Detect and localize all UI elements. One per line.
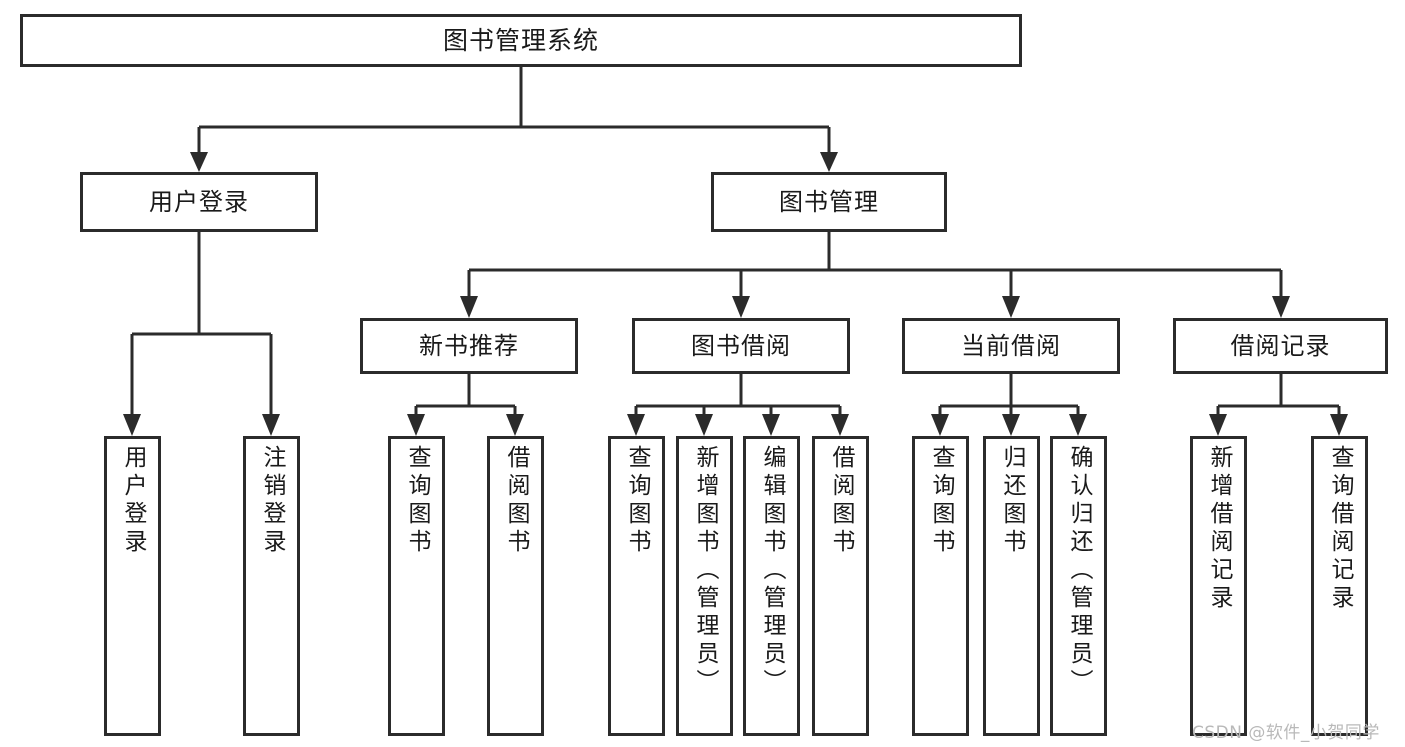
leaf-user-login[interactable]: 用户登录 <box>104 436 161 736</box>
leaf-confirm-return[interactable]: 确认归还（管理员） <box>1050 436 1107 736</box>
node-label: 确认归还（管理员） <box>1066 445 1092 697</box>
node-label: 图书管理 <box>779 188 879 216</box>
node-label: 图书管理系统 <box>442 25 599 55</box>
node-label: 新增图书（管理员） <box>692 445 718 697</box>
leaf-edit-book[interactable]: 编辑图书（管理员） <box>743 436 800 736</box>
node-label: 借阅图书 <box>503 445 529 557</box>
leaf-query-book-2[interactable]: 查询图书 <box>608 436 665 736</box>
node-book-borrow[interactable]: 图书借阅 <box>632 318 850 374</box>
leaf-add-book[interactable]: 新增图书（管理员） <box>676 436 733 736</box>
leaf-query-book-3[interactable]: 查询图书 <box>912 436 969 736</box>
node-label: 借阅记录 <box>1230 332 1331 360</box>
leaf-user-logout[interactable]: 注销登录 <box>243 436 300 736</box>
leaf-add-record[interactable]: 新增借阅记录 <box>1190 436 1247 736</box>
node-label: 归还图书 <box>999 445 1025 557</box>
csdn-watermark: CSDN @软件_小贺同学 <box>1192 723 1380 743</box>
node-user-login[interactable]: 用户登录 <box>80 172 318 232</box>
leaf-borrow-book-1[interactable]: 借阅图书 <box>487 436 544 736</box>
node-new-book-recommend[interactable]: 新书推荐 <box>360 318 578 374</box>
node-label: 图书借阅 <box>691 332 791 360</box>
node-label: 查询图书 <box>928 445 954 557</box>
node-label: 查询图书 <box>624 445 650 557</box>
node-label: 新书推荐 <box>419 332 519 360</box>
leaf-return-book[interactable]: 归还图书 <box>983 436 1040 736</box>
leaf-borrow-book-2[interactable]: 借阅图书 <box>812 436 869 736</box>
node-current-borrow[interactable]: 当前借阅 <box>902 318 1120 374</box>
node-label: 查询借阅记录 <box>1327 445 1353 613</box>
node-root[interactable]: 图书管理系统 <box>20 14 1022 67</box>
node-label: 用户登录 <box>149 188 249 216</box>
node-label: 当前借阅 <box>961 332 1061 360</box>
node-label: 注销登录 <box>259 445 285 557</box>
leaf-query-book-1[interactable]: 查询图书 <box>388 436 445 736</box>
node-label: 用户登录 <box>120 445 146 557</box>
leaf-query-record[interactable]: 查询借阅记录 <box>1311 436 1368 736</box>
node-book-manage[interactable]: 图书管理 <box>711 172 947 232</box>
node-label: 编辑图书（管理员） <box>759 445 785 697</box>
node-label: 查询图书 <box>404 445 430 557</box>
node-label: 借阅图书 <box>828 445 854 557</box>
node-label: 新增借阅记录 <box>1206 445 1232 613</box>
node-borrow-record[interactable]: 借阅记录 <box>1173 318 1388 374</box>
